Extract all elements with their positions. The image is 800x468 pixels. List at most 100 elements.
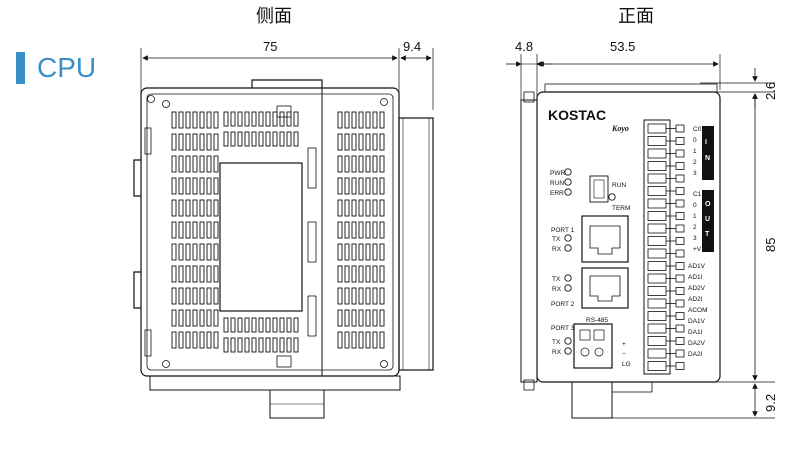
led-indicator	[564, 347, 572, 355]
terminal-screw	[647, 298, 667, 309]
front-view	[506, 54, 775, 419]
vent-slot	[178, 221, 184, 239]
vent-slot	[337, 287, 343, 305]
vent-slot	[237, 111, 243, 127]
vent-slot	[351, 265, 357, 283]
vent-slot	[379, 199, 385, 217]
analog-term-label: AD2V	[688, 285, 706, 292]
vent-slot	[199, 265, 205, 283]
led-indicator	[564, 284, 572, 292]
vent-slot	[192, 265, 198, 283]
out-term-label: 1	[693, 213, 697, 220]
terminal-clamp	[675, 162, 685, 170]
vent-slot	[379, 155, 385, 173]
vent-slot	[192, 155, 198, 173]
vent-slot	[351, 155, 357, 173]
terminal-screw	[647, 211, 667, 221]
vent-slot	[358, 221, 364, 239]
vent-slot	[213, 155, 219, 173]
vent-slot	[206, 155, 212, 173]
vent-slot	[272, 131, 278, 147]
port2-label: PORT 2	[551, 301, 575, 308]
vent-slot	[293, 337, 299, 353]
vent-slot	[272, 337, 278, 353]
terminal-screw	[647, 311, 667, 321]
vent-slot	[358, 331, 364, 349]
vent-slot	[185, 265, 191, 283]
vent-slot	[337, 221, 343, 239]
vent-slot	[178, 287, 184, 305]
terminal-clamp	[675, 124, 685, 133]
vent-slot	[199, 243, 205, 261]
minus-label: −	[622, 351, 626, 358]
vent-slot	[244, 111, 250, 127]
analog-term-label: AD2I	[688, 296, 703, 303]
vent-slot	[344, 331, 350, 349]
terminal-clamp	[675, 362, 685, 370]
out-label-letter: U	[705, 216, 710, 223]
vent-slot	[223, 131, 229, 147]
vent-slot	[230, 111, 236, 127]
vent-slot	[199, 309, 205, 327]
vent-slot	[213, 265, 219, 283]
led-label-err: ERR	[550, 190, 564, 197]
ethernet-port-1	[581, 215, 629, 263]
vent-slot	[206, 331, 212, 349]
vent-slot	[344, 287, 350, 305]
vent-slot	[192, 177, 198, 195]
port1-led-label: RX	[552, 246, 562, 253]
port1-label: PORT 1	[551, 227, 575, 234]
vent-slot	[379, 177, 385, 195]
vent-slot	[244, 337, 250, 353]
led-label-run: RUN	[550, 180, 564, 187]
in-term-label: 0	[693, 137, 697, 144]
plus-label: +	[622, 341, 626, 348]
vent-slot	[344, 111, 350, 129]
vent-slot	[351, 199, 357, 217]
vent-slot	[379, 309, 385, 327]
led-label-pwr: PWR	[550, 170, 565, 177]
vent-slot	[178, 155, 184, 173]
vent-slot	[185, 221, 191, 239]
vent-slot	[337, 265, 343, 283]
vent-slot	[199, 155, 205, 173]
vent-slot	[178, 133, 184, 151]
led-indicator	[564, 337, 572, 345]
side-view-title: 侧面	[256, 6, 292, 27]
terminal-screw	[647, 123, 667, 134]
vent-slot	[379, 243, 385, 261]
vent-slot	[351, 243, 357, 261]
led-indicator	[564, 244, 572, 252]
vent-slot	[213, 177, 219, 195]
vent-slot	[358, 111, 364, 129]
vent-slot	[223, 317, 229, 333]
vent-slot	[213, 309, 219, 327]
vent-slot	[185, 243, 191, 261]
vent-slot	[192, 309, 198, 327]
vent-slot	[258, 111, 264, 127]
vent-slot	[365, 287, 371, 305]
vent-slot	[185, 287, 191, 305]
vent-slot	[199, 221, 205, 239]
vent-slot	[265, 317, 271, 333]
side-view	[133, 48, 434, 419]
vent-slot	[178, 265, 184, 283]
port3-led-label: TX	[552, 339, 561, 346]
front-din-clip	[571, 381, 613, 419]
terminal-clamp	[675, 224, 685, 233]
vent-slot	[372, 287, 378, 305]
vent-slot	[230, 337, 236, 353]
dim-side-depth: 9.4	[403, 39, 421, 54]
in-term-label: C0	[693, 126, 702, 133]
vent-slot	[171, 177, 177, 195]
vent-slot	[199, 133, 205, 151]
vent-slot	[192, 331, 198, 349]
vent-slot	[223, 337, 229, 353]
vent-slot	[265, 131, 271, 147]
terminal-clamp	[675, 212, 685, 220]
vent-slot	[293, 111, 299, 127]
terminal-screw	[647, 236, 667, 246]
vent-slot	[337, 155, 343, 173]
terminal-clamp	[675, 187, 685, 195]
dim-top-offset: 2.6	[763, 82, 778, 100]
